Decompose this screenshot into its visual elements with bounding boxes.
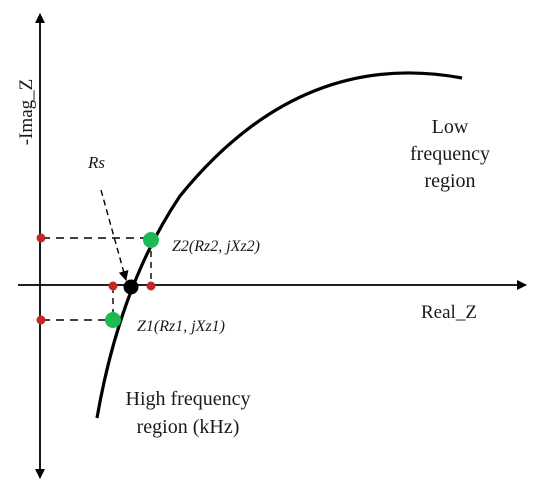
z2-real-marker bbox=[146, 281, 156, 291]
low-frequency-label-line3: region bbox=[424, 170, 475, 192]
rs-point bbox=[123, 279, 139, 295]
high-frequency-label-line1: High frequency bbox=[126, 388, 251, 410]
z1-imag-marker bbox=[36, 315, 46, 325]
z2-label: Z2(Rz2, jXz2) bbox=[172, 238, 260, 255]
z1-real-marker bbox=[108, 281, 118, 291]
impedance-curve bbox=[95, 71, 463, 419]
x-axis-label: Real_Z bbox=[421, 302, 477, 323]
z2-point bbox=[143, 232, 159, 248]
z2-imag-marker bbox=[36, 233, 46, 243]
rs-pointer-arrow bbox=[100, 189, 129, 281]
low-frequency-label-line1: Low bbox=[432, 116, 469, 138]
z1-point bbox=[105, 312, 121, 328]
z1-label: Z1(Rz1, jXz1) bbox=[137, 318, 225, 335]
y-axis-label: -Imag_Z bbox=[16, 79, 37, 145]
rs-label: Rs bbox=[87, 153, 105, 172]
low-frequency-label-line2: frequency bbox=[410, 143, 490, 165]
high-frequency-label-line2: region (kHz) bbox=[137, 416, 240, 438]
